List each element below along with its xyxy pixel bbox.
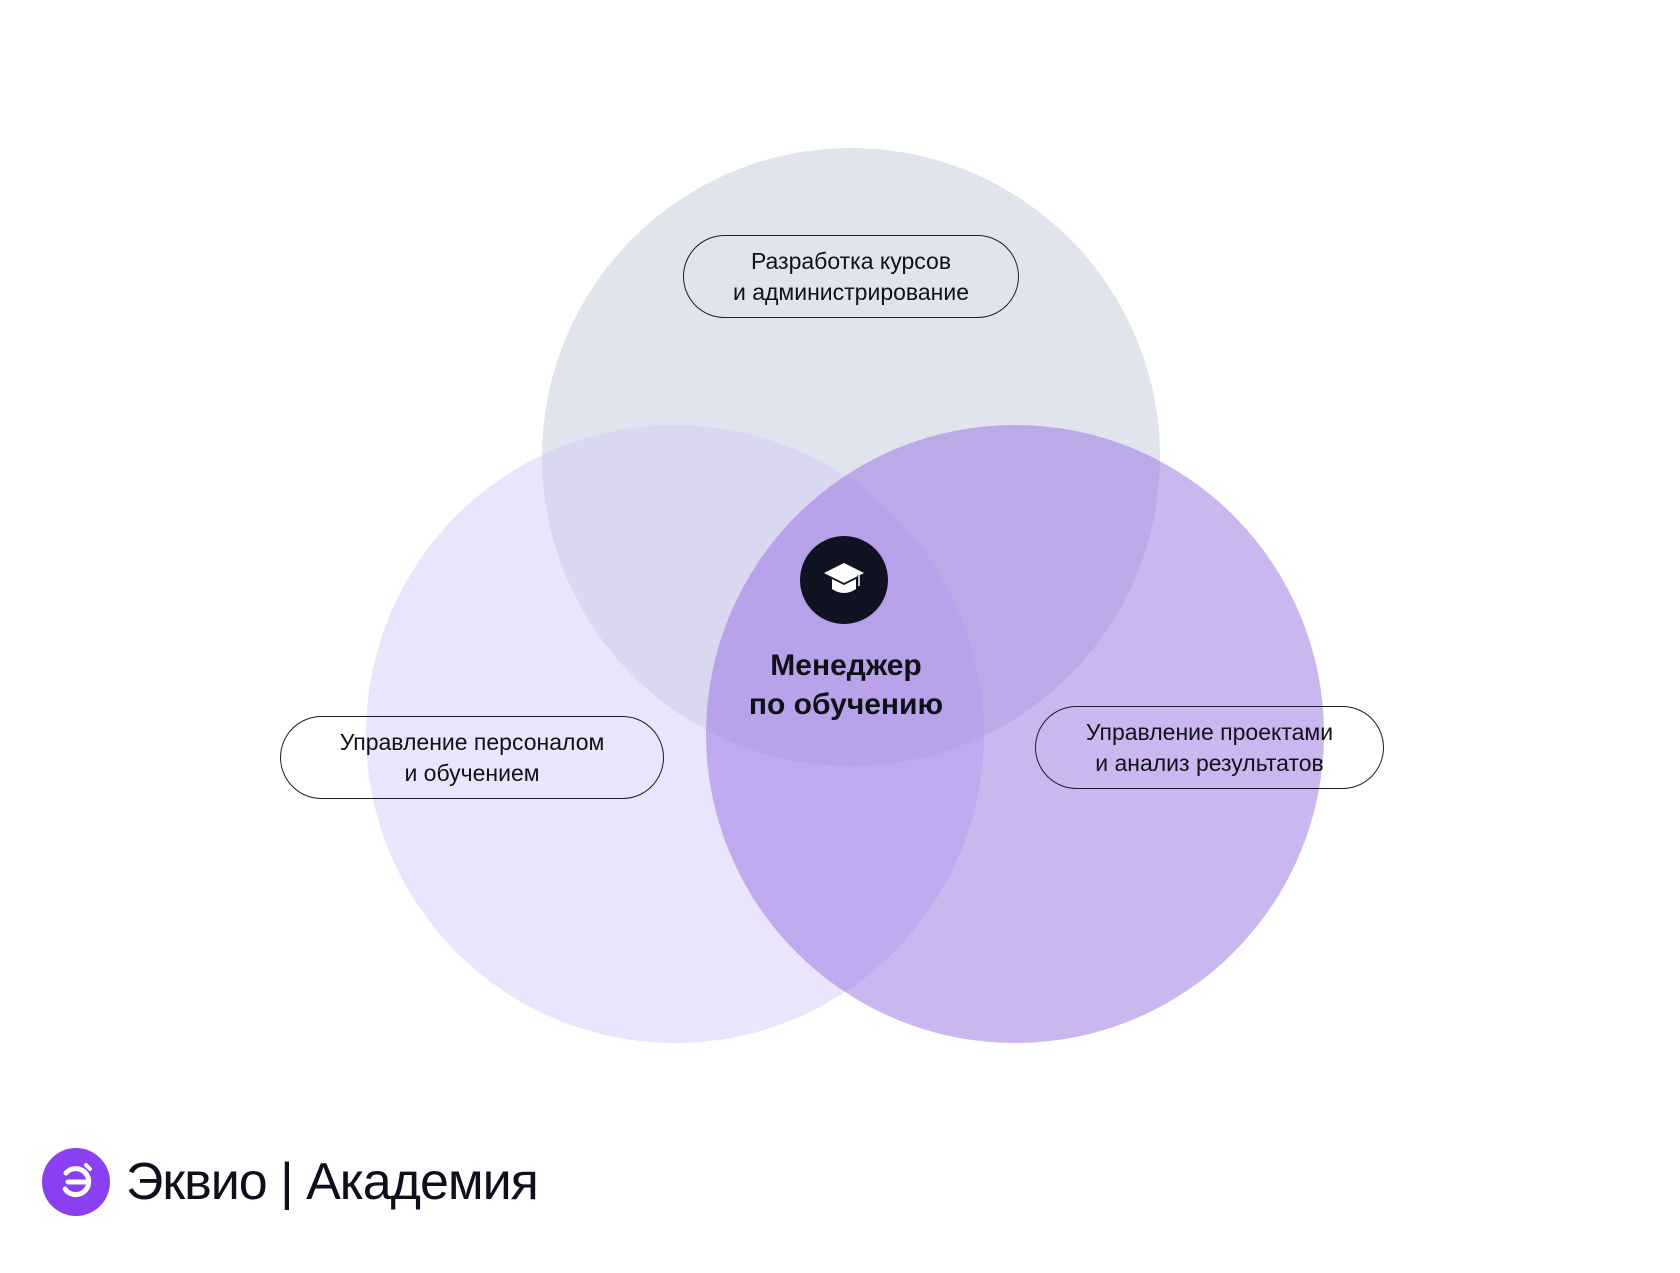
label-line: и администрирование (732, 278, 969, 305)
brand-logo: Эквио | Академия (42, 1148, 539, 1216)
label-line: Управление проектами (1085, 718, 1334, 745)
center-title-line: Менеджер (770, 649, 922, 682)
venn-circle-project-management (706, 425, 1324, 1043)
center-title-line: по обучению (748, 688, 944, 721)
label-line: Управление персоналом (339, 728, 605, 755)
label-line: и анализ результатов (1095, 749, 1324, 776)
label-line: Разработка курсов (750, 247, 952, 274)
brand-name: Эквио | Академия (126, 1153, 539, 1211)
ekvio-logo-icon (42, 1148, 110, 1216)
graduation-cap-icon (800, 536, 888, 624)
center-title: Менеджер по обучению (700, 646, 992, 724)
label-personnel-management: Управление персоналом и обучением (280, 716, 664, 799)
label-line: и обучением (404, 759, 540, 786)
label-project-management: Управление проектами и анализ результато… (1035, 706, 1384, 789)
label-course-development: Разработка курсов и администрирование (683, 235, 1019, 318)
